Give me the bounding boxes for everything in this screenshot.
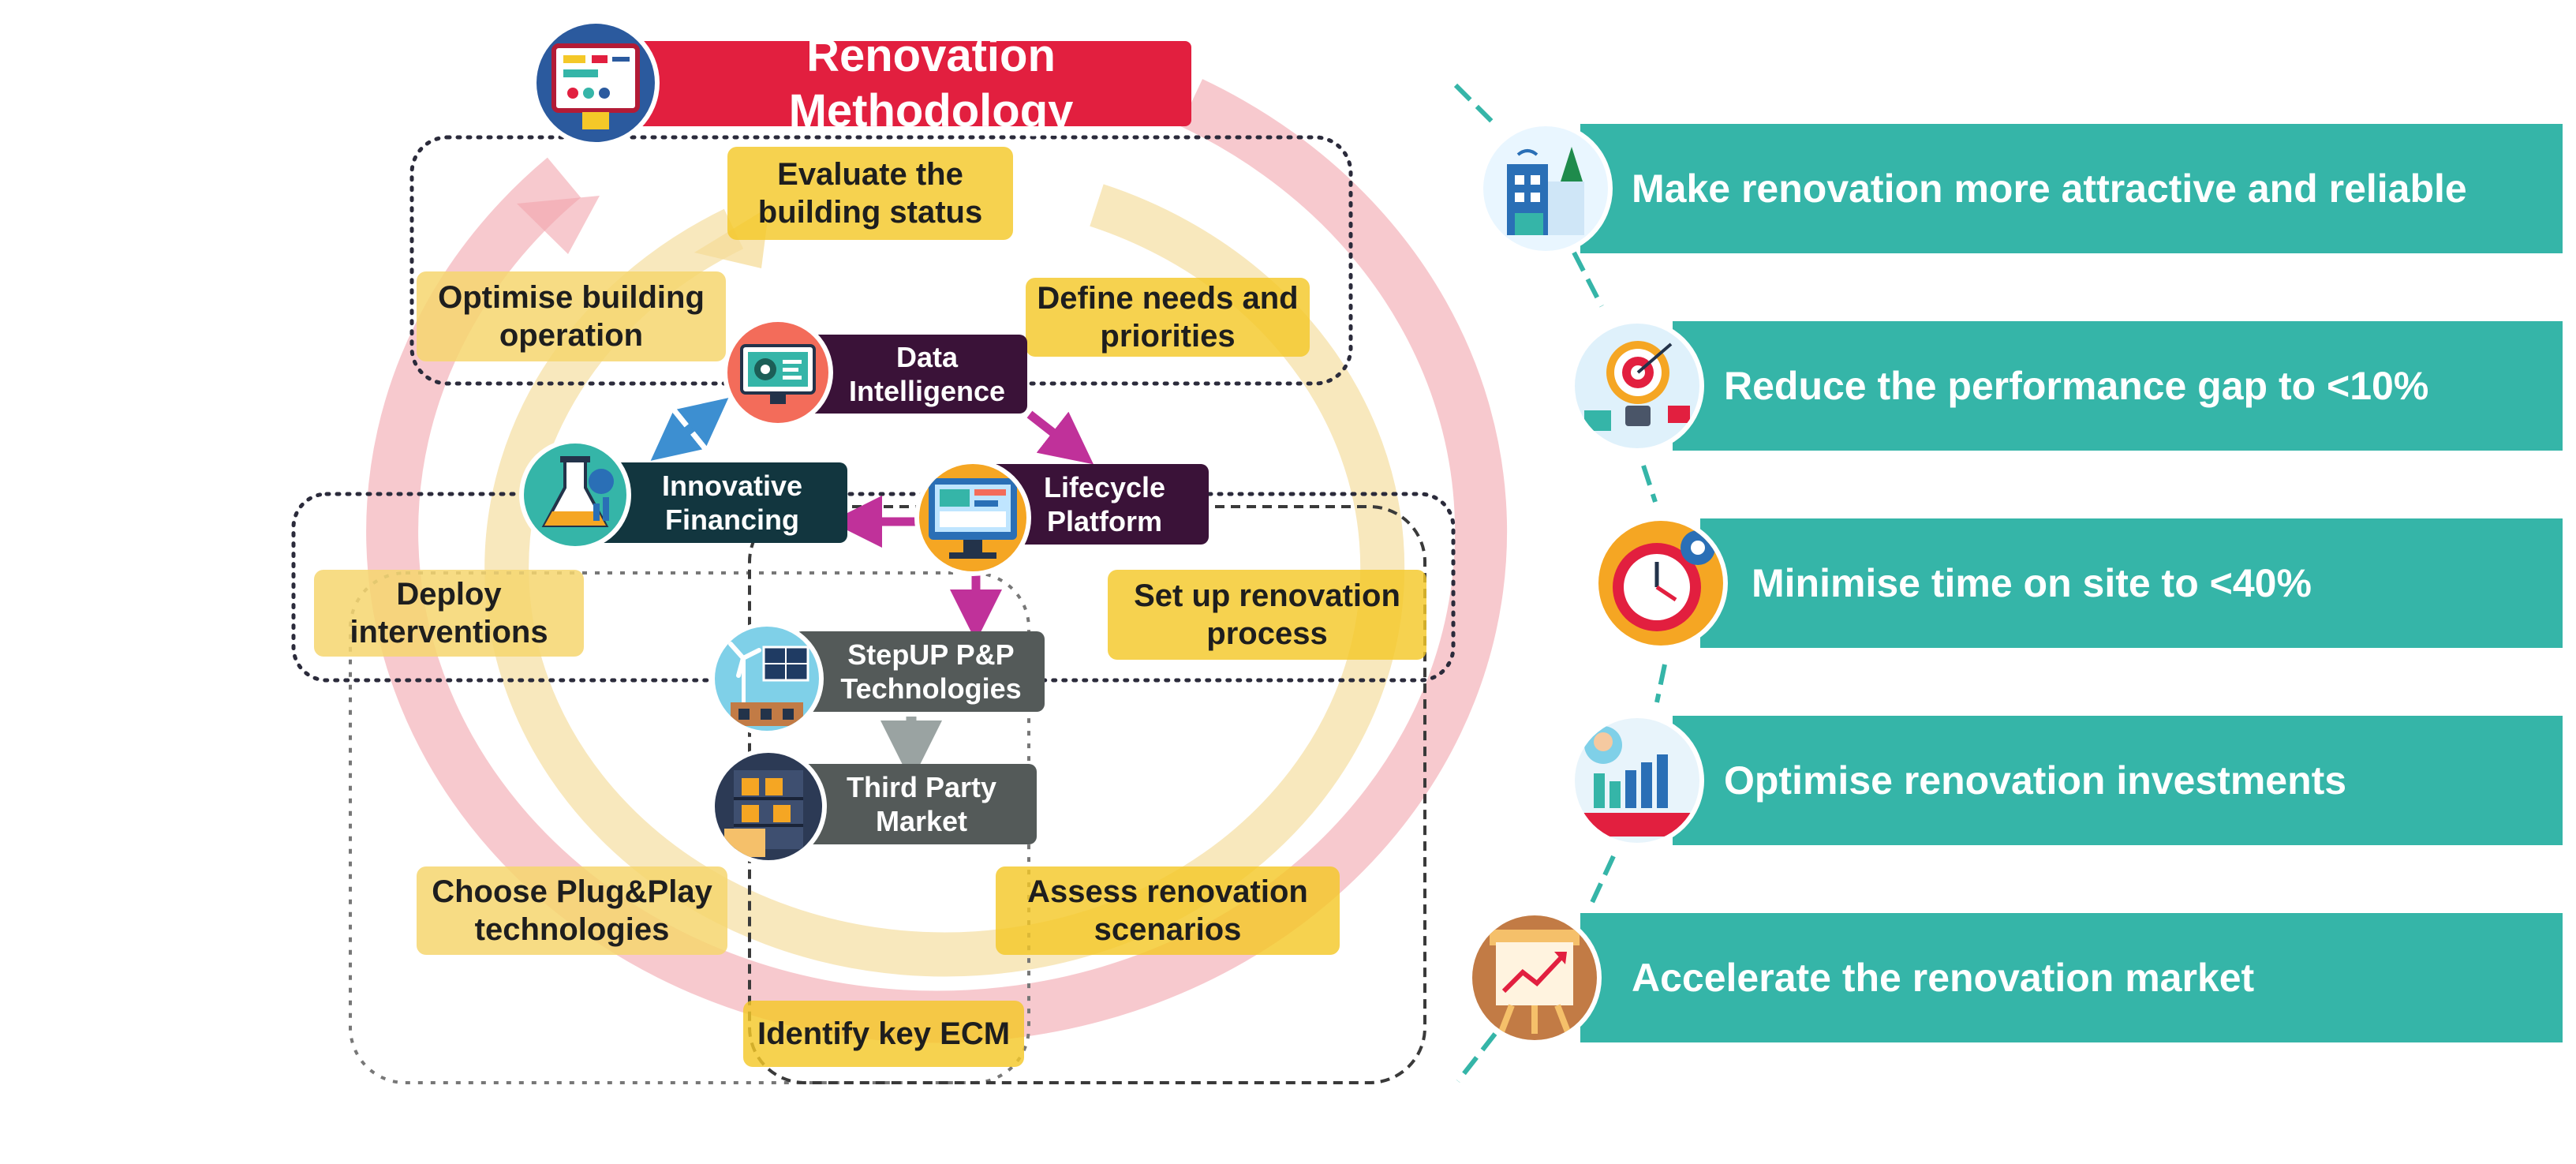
- step-set-up-renovation-process: Set up renovation process: [1108, 570, 1426, 660]
- step-choose-plug-and-play: Choose Plug&Play technologies: [417, 866, 727, 955]
- objective-banner-2: Reduce the performance gap to <10%: [1673, 321, 2563, 451]
- outer-cycle-arrowhead: [517, 196, 600, 254]
- stopwatch-gear-icon: [1598, 521, 1723, 646]
- group-outline-middle: [291, 492, 1456, 683]
- warehouse-boxes-icon: [715, 753, 822, 860]
- smart-building-icon: [1483, 126, 1608, 251]
- arrow-data-financing-bidirectional: [650, 398, 729, 461]
- group-outline-bottom-left: [349, 571, 1030, 1084]
- monitor-gear-icon: [727, 322, 828, 423]
- node-data-intelligence: Data Intelligence: [795, 335, 1027, 414]
- page-title: Renovation Methodology: [637, 30, 1191, 137]
- lab-flask-icon: [524, 444, 626, 546]
- step-optimise-building-operation: Optimise building operation: [417, 271, 726, 361]
- step-evaluate-building-status: Evaluate the building status: [727, 147, 1013, 240]
- target-lightbulb-icon: [1575, 324, 1699, 448]
- computer-monitor-icon: [919, 464, 1026, 571]
- objective-banner-5: Accelerate the renovation market: [1580, 913, 2563, 1042]
- step-identify-key-ecm: Identify key ECM: [743, 1001, 1024, 1067]
- node-stepup-pp-technologies: StepUP P&P Technologies: [794, 631, 1045, 712]
- investor-chart-icon: [1575, 718, 1699, 843]
- objective-banner-3: Minimise time on site to <40%: [1700, 518, 2563, 648]
- objective-banner-1: Make renovation more attractive and reli…: [1580, 124, 2563, 253]
- growth-chart-board-icon: [1472, 915, 1597, 1040]
- objectives-connector-line: [1453, 83, 1667, 1083]
- wind-solar-icon: [715, 627, 819, 731]
- page-title-text: Renovation Methodology: [788, 30, 1074, 137]
- node-third-party-market: Third Party Market: [783, 764, 1037, 844]
- objective-banner-4: Optimise renovation investments: [1673, 716, 2563, 845]
- step-deploy-interventions: Deploy interventions: [314, 570, 584, 657]
- step-define-needs-priorities: Define needs and priorities: [1026, 278, 1310, 357]
- arrow-data-to-lifecycle: [1026, 410, 1094, 465]
- step-assess-renovation-scenarios: Assess renovation scenarios: [996, 866, 1340, 955]
- clipboard-dashboard-icon: [537, 24, 655, 142]
